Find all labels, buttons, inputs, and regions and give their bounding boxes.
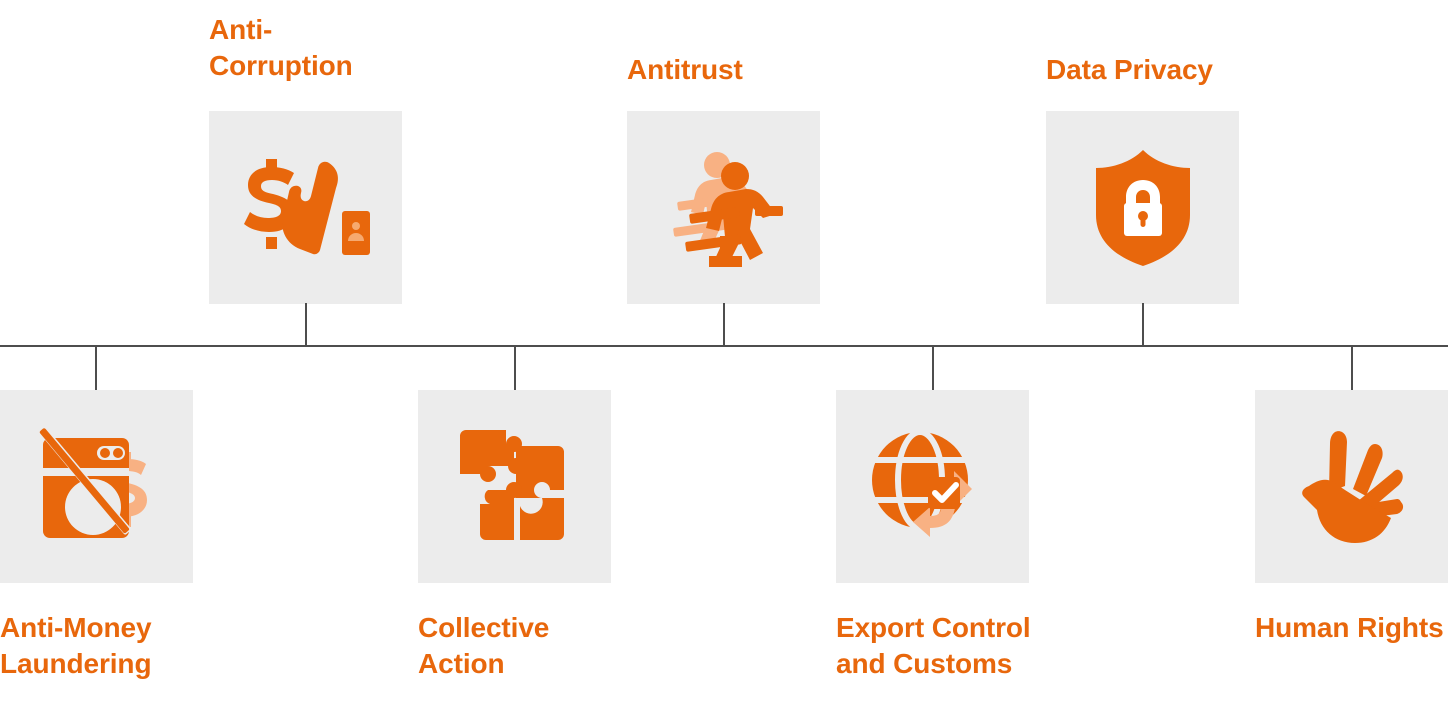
runners-race-icon <box>659 148 789 268</box>
connector-human-rights <box>1351 346 1353 391</box>
diagram-trunk-line <box>0 345 1448 347</box>
connector-anti-money-laundering <box>95 346 97 391</box>
topic-label-anti-corruption: Anti- Corruption <box>209 14 353 81</box>
money-in-hand-icon <box>241 153 371 263</box>
topic-tile-human-rights[interactable] <box>1255 390 1448 583</box>
globe-check-arrows-icon <box>868 424 998 549</box>
topic-label-antitrust: Antitrust <box>627 54 743 85</box>
connector-antitrust <box>723 303 725 346</box>
topic-tile-anti-corruption[interactable] <box>209 111 402 304</box>
topic-tile-antitrust[interactable] <box>627 111 820 304</box>
topic-label-anti-money-laundering: Anti-Money Laundering <box>0 612 152 679</box>
no-money-laundering-icon <box>29 424 164 549</box>
topic-label-data-privacy: Data Privacy <box>1046 54 1213 85</box>
topic-tile-anti-money-laundering[interactable] <box>0 390 193 583</box>
human-rights-dove-icon <box>1289 424 1415 550</box>
connector-export-control <box>932 346 934 391</box>
connector-anti-corruption <box>305 303 307 346</box>
topic-tile-export-control[interactable] <box>836 390 1029 583</box>
topic-tile-collective-action[interactable] <box>418 390 611 583</box>
puzzle-pieces-icon <box>454 426 576 548</box>
topic-label-collective-action: Collective Action <box>418 612 550 679</box>
topic-tile-data-privacy[interactable] <box>1046 111 1239 304</box>
topic-label-export-control: Export Control and Customs <box>836 612 1031 679</box>
shield-lock-icon <box>1093 148 1193 268</box>
connector-collective-action <box>514 346 516 391</box>
connector-data-privacy <box>1142 303 1144 346</box>
topic-label-human-rights: Human Rights <box>1255 612 1444 643</box>
